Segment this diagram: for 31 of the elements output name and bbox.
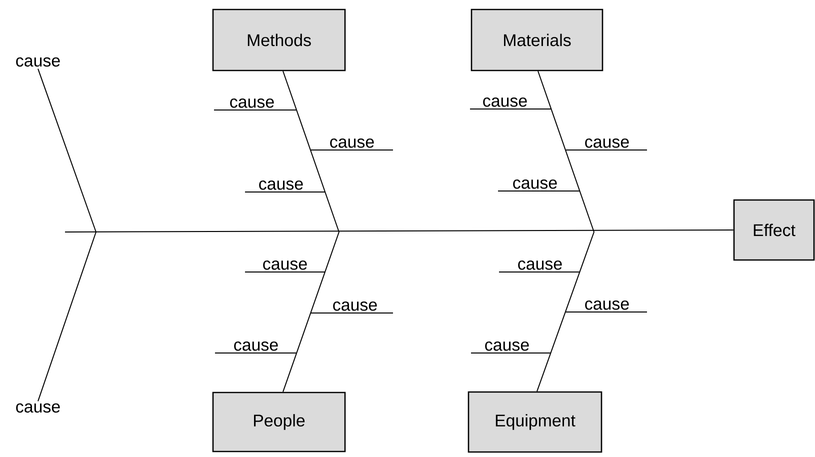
spine-line [64,230,734,232]
cause-label: cause [513,180,557,189]
cause-label: cause [518,260,562,270]
category-box: Materials [470,8,604,72]
cause-label: cause [485,342,529,351]
cause-label: cause [230,98,274,108]
cause-label: cause [585,300,629,310]
bone-line [536,232,594,392]
category-box: Methods [212,8,346,72]
bone-line [38,68,96,232]
cause-label: cause [234,342,278,351]
cause-label: cause [330,138,374,148]
cause-label: cause [263,260,307,270]
cause-label: cause [16,403,60,413]
bone-line [282,232,340,392]
cause-line [310,312,394,314]
bone-line [282,70,340,232]
cause-label: cause [333,302,377,311]
cause-line [498,190,580,192]
cause-label: cause [483,98,527,107]
cause-line [470,352,552,354]
cause-label: cause [259,180,303,190]
effect-box: Effect [733,199,815,261]
bone-line [38,232,96,402]
cause-label: cause [585,138,629,148]
category-box: Equipment [468,391,602,453]
cause-line [214,352,298,354]
category-box: People [212,392,346,452]
cause-label: cause [16,57,60,67]
bone-line [538,70,594,232]
cause-line [470,108,552,110]
